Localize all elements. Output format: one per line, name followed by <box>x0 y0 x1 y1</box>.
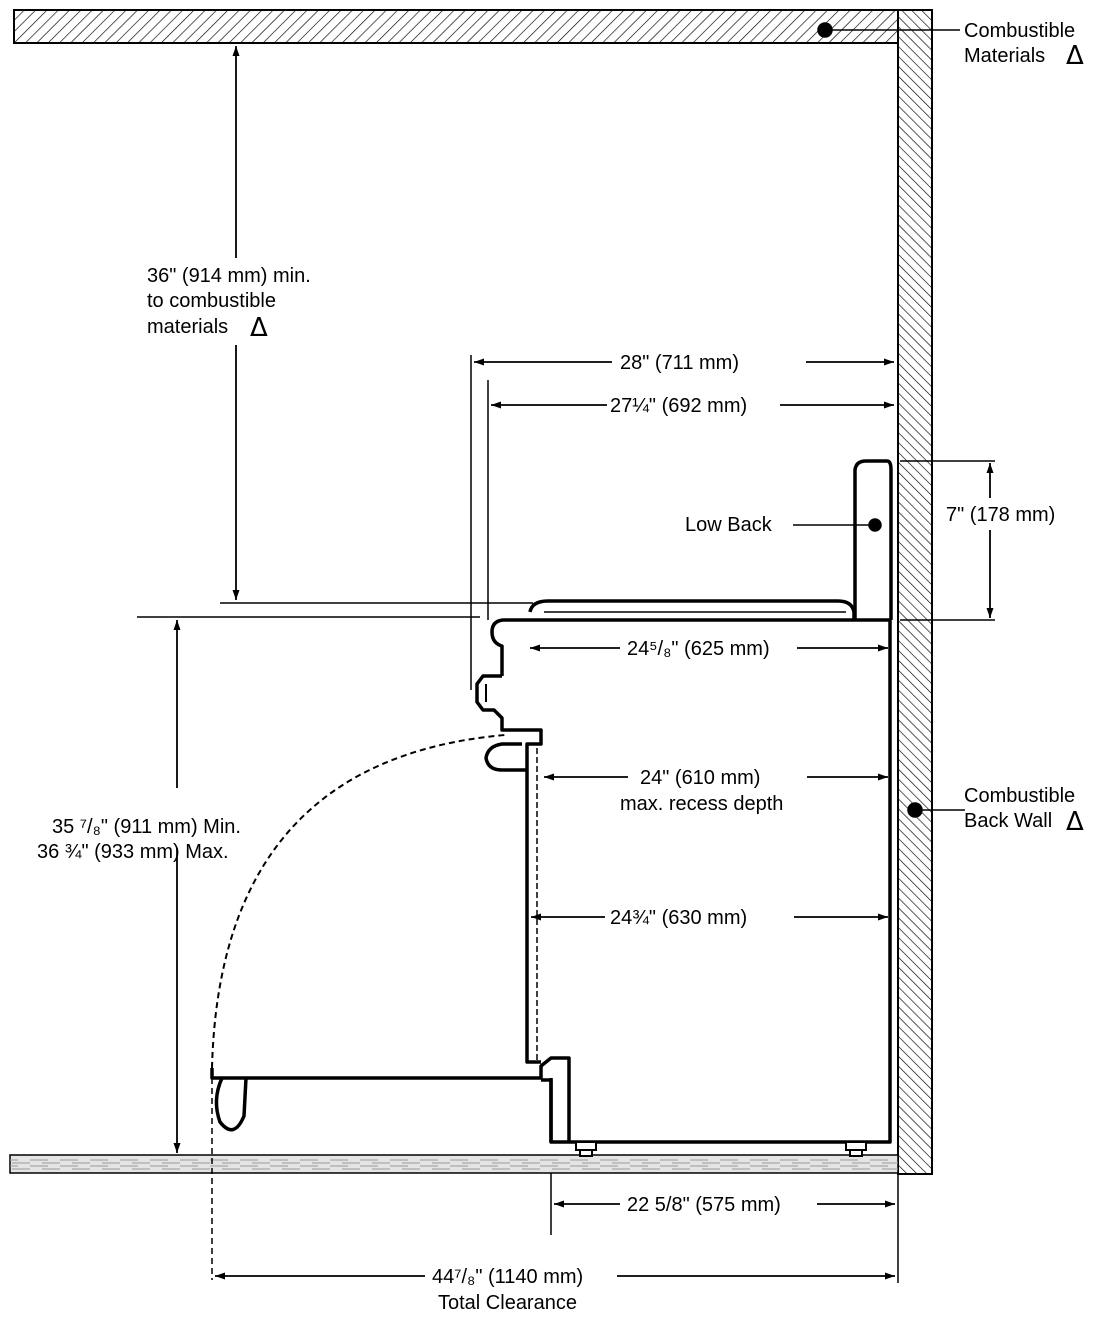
depth-575-label: 22 5/8" (575 mm) <box>627 1194 781 1216</box>
low-back-dot <box>868 518 882 532</box>
dimension-arrows <box>173 46 994 1280</box>
clearance-36-line2: to combustible <box>147 290 276 312</box>
height-7-label: 7" (178 mm) <box>946 504 1055 526</box>
extension-lines <box>137 355 995 1283</box>
delta-symbol: Δ <box>250 313 268 343</box>
depth-630-label: 24¾" (630 mm) <box>610 907 747 929</box>
low-back-label: Low Back <box>685 514 773 536</box>
clearance-36-line3: materials <box>147 316 228 338</box>
height-range-line2: 36 ¾" (933 mm) Max. <box>37 841 229 863</box>
total-1140-label: 44⁷/₈" (1140 mm) <box>432 1266 583 1288</box>
combustible-top-surface <box>13 9 899 44</box>
recess-610-line2: max. recess depth <box>620 793 783 815</box>
combustible-back-wall <box>897 9 933 1175</box>
depth-625-label: 24⁵/₈" (625 mm) <box>627 638 770 660</box>
back-wall-label-line1: Combustible <box>964 785 1075 807</box>
recess-610-line1: 24" (610 mm) <box>640 767 760 789</box>
width-27-label: 27¼" (692 mm) <box>610 395 747 417</box>
combustible-materials-label-line2: Materials <box>964 45 1045 67</box>
delta-symbol: Δ <box>1066 41 1084 71</box>
range-outline <box>210 459 893 1144</box>
back-wall-dot <box>907 802 923 818</box>
delta-symbol: Δ <box>1066 807 1084 837</box>
total-clearance-label: Total Clearance <box>438 1292 577 1314</box>
leveling-feet <box>575 1141 867 1157</box>
back-wall-label-line2: Back Wall <box>964 810 1052 832</box>
width-28-label: 28" (711 mm) <box>620 352 739 374</box>
leaders <box>793 22 965 818</box>
door-swing-arc <box>211 734 506 1069</box>
combustible-materials-dot <box>817 22 833 38</box>
height-range-line1: 35 ⁷/₈" (911 mm) Min. <box>52 816 241 838</box>
combustible-materials-label-line1: Combustible <box>964 20 1075 42</box>
clearance-36-line1: 36" (914 mm) min. <box>147 265 311 287</box>
